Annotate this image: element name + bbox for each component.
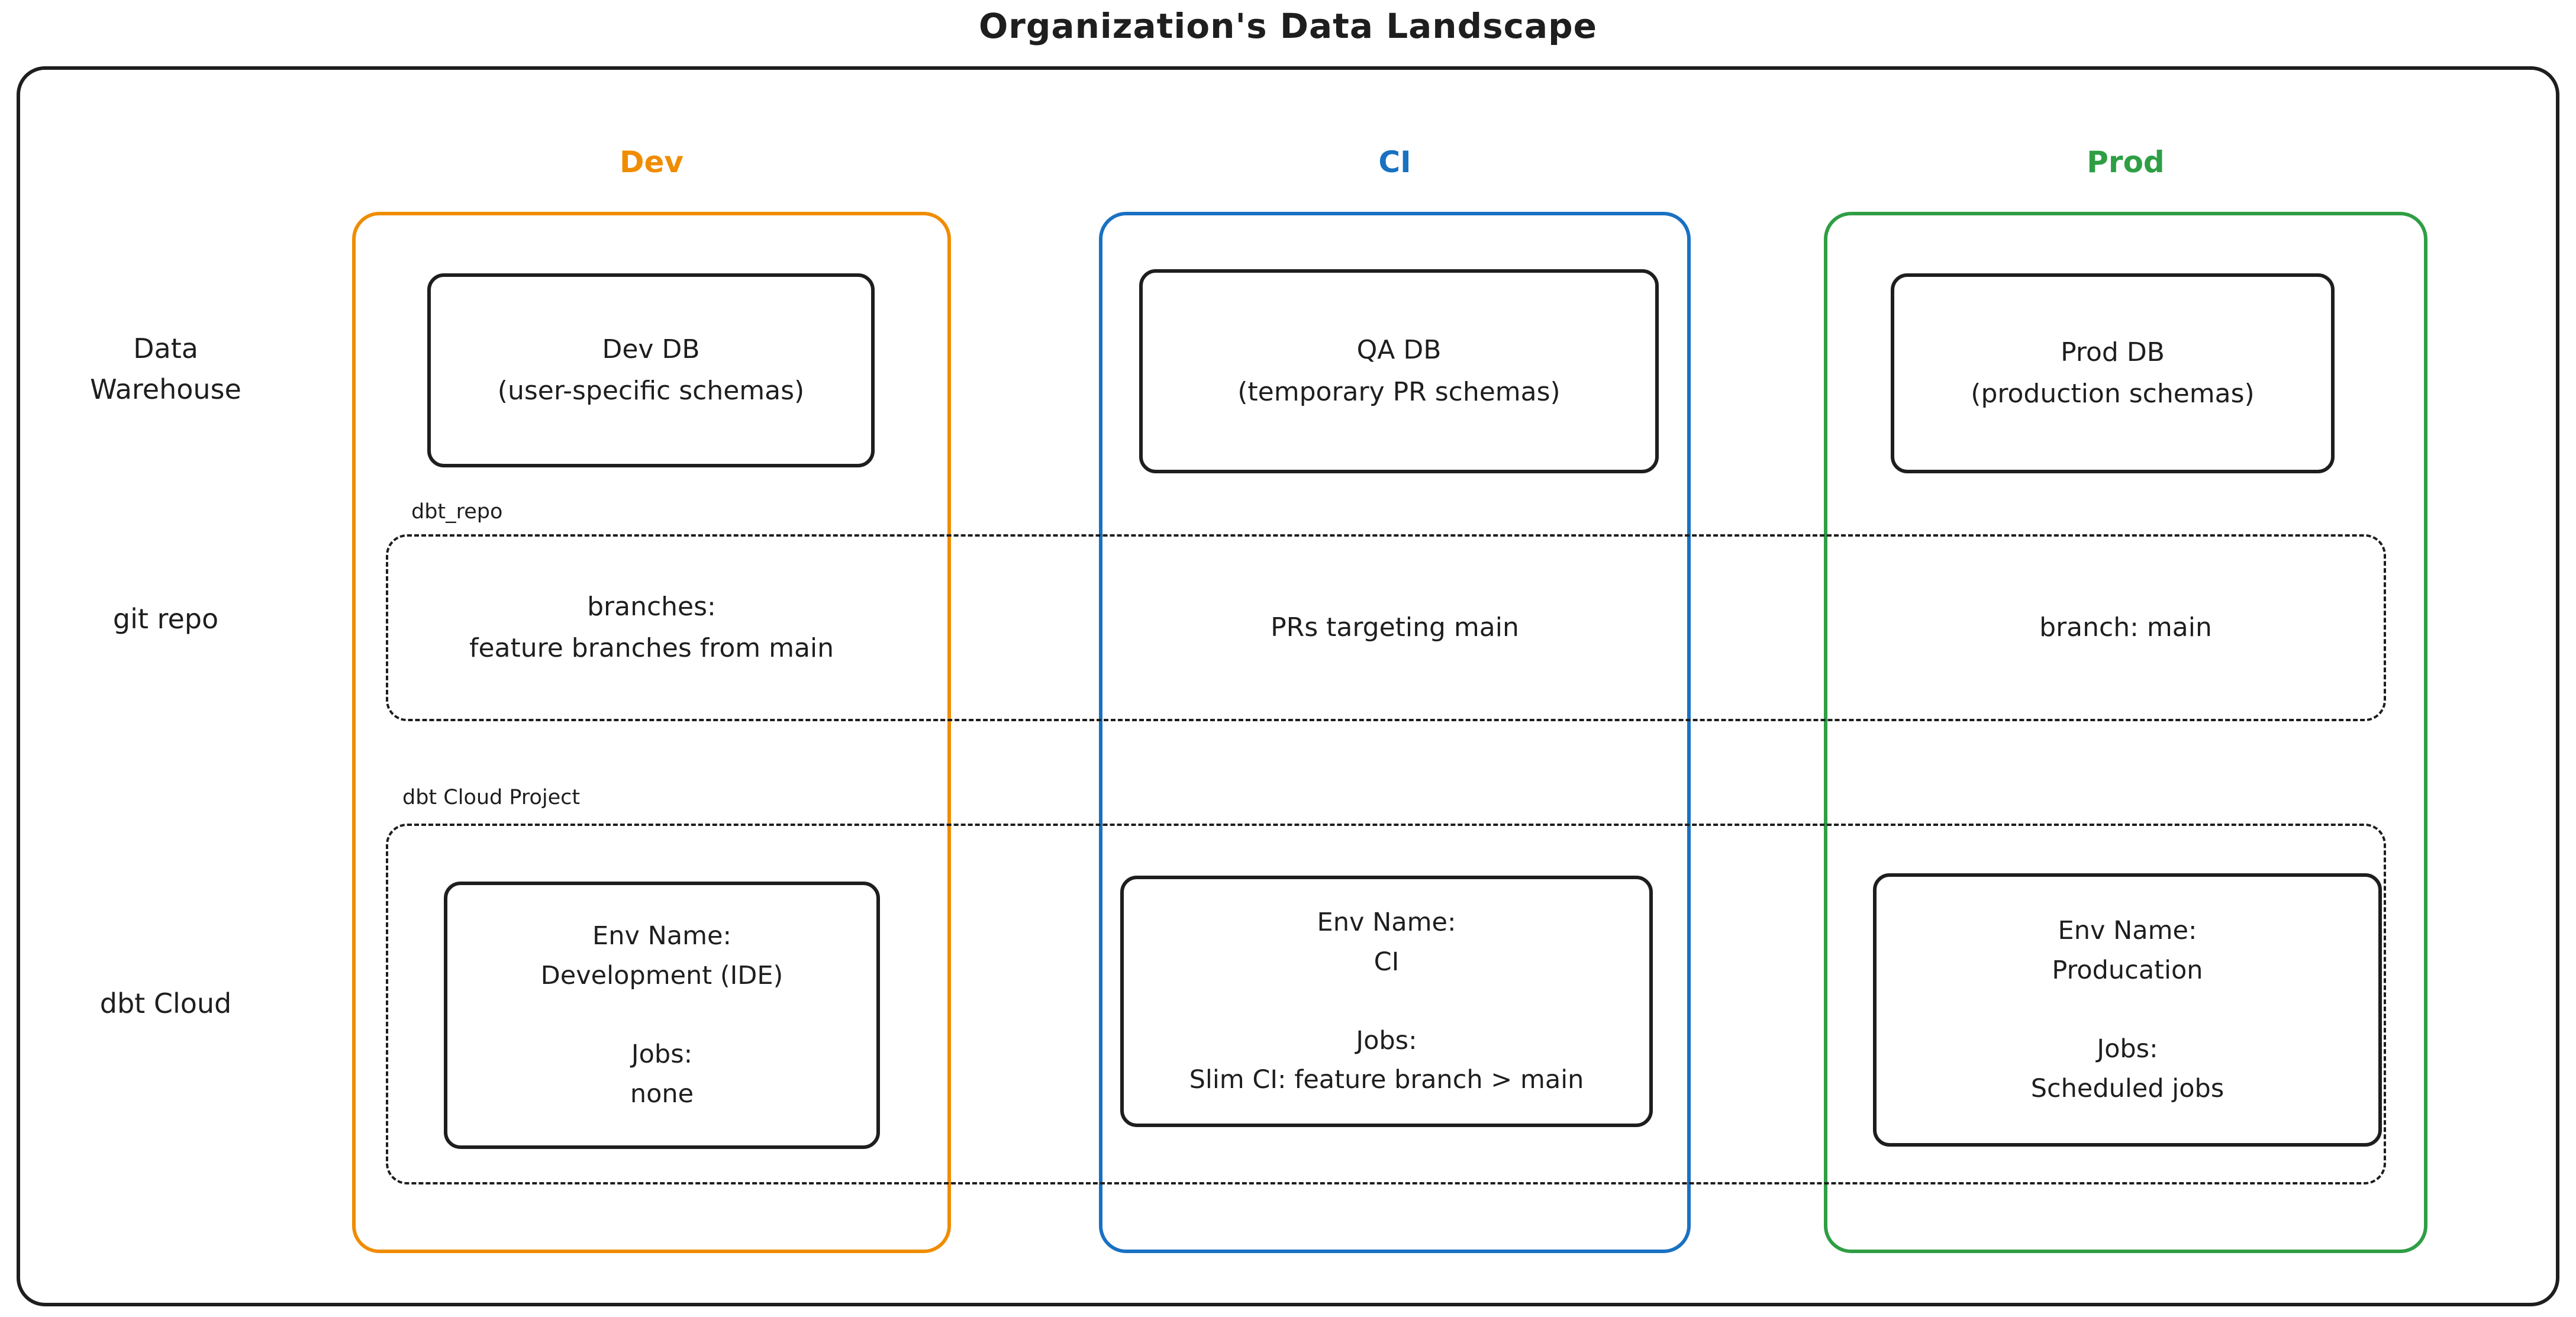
prod-db-text: Prod DB (production schemas) [1971, 337, 2255, 409]
ci-environment-box: Env Name: CI Jobs: Slim CI: feature bran… [1120, 876, 1653, 1127]
outer-frame [17, 66, 2559, 1306]
prod-db-box: Prod DB (production schemas) [1891, 273, 2335, 473]
column-header-prod: Prod [2087, 145, 2165, 179]
dev-repo-text-content: branches: feature branches from main [469, 591, 834, 663]
dev-db-text: Dev DB (user-specific schemas) [497, 334, 805, 406]
dev-db-box: Dev DB (user-specific schemas) [427, 273, 875, 467]
qa-db-text: QA DB (temporary PR schemas) [1237, 335, 1561, 407]
column-box-dev [352, 212, 951, 1253]
qa-db-box: QA DB (temporary PR schemas) [1139, 269, 1659, 473]
dbt-cloud-project-group-box [386, 824, 2386, 1184]
prod-environment-box: Env Name: Producation Jobs: Scheduled jo… [1873, 873, 2382, 1147]
column-header-dev: Dev [619, 145, 684, 179]
row-label-dbt-cloud: dbt Cloud [99, 987, 232, 1019]
dbt-repo-label: dbt_repo [411, 500, 503, 524]
row-label-git-repo: git repo [112, 603, 219, 635]
ci-environment-text: Env Name: CI Jobs: Slim CI: feature bran… [1189, 907, 1584, 1095]
ci-repo-text-content: PRs targeting main [1271, 612, 1519, 643]
row-label-data-warehouse: Data Warehouse [90, 333, 241, 405]
dbt-cloud-project-label: dbt Cloud Project [402, 786, 581, 809]
dev-repo-text: branches: feature branches from main [352, 534, 951, 721]
prod-repo-text: branch: main [1824, 534, 2427, 721]
page-title: Organization's Data Landscape [979, 6, 1597, 46]
column-box-prod [1824, 212, 2427, 1253]
prod-repo-text-content: branch: main [2039, 612, 2212, 643]
column-header-ci: CI [1378, 145, 1411, 179]
dev-environment-box: Env Name: Development (IDE) Jobs: none [444, 882, 880, 1149]
ci-repo-text: PRs targeting main [1099, 534, 1691, 721]
dbt-repo-group-box [386, 534, 2386, 721]
prod-environment-text: Env Name: Producation Jobs: Scheduled jo… [2030, 916, 2224, 1103]
column-box-ci [1099, 212, 1691, 1253]
dev-environment-text: Env Name: Development (IDE) Jobs: none [540, 921, 784, 1109]
